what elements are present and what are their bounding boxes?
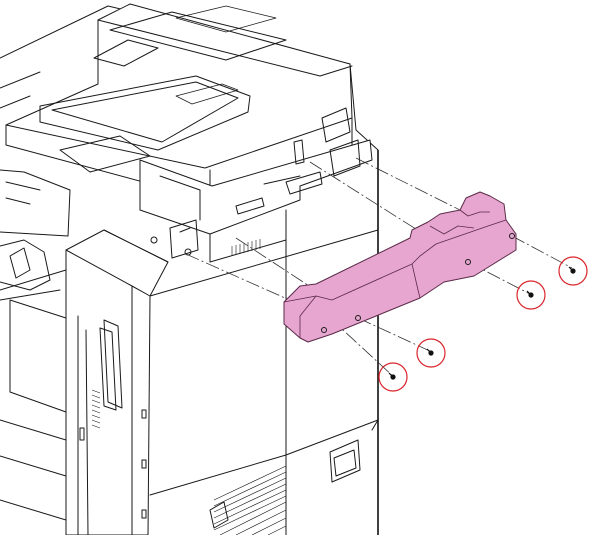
cover-screw-hole	[321, 327, 327, 333]
side-vent-grille	[213, 465, 287, 535]
screw-1	[378, 362, 408, 392]
callout-circle-icon	[558, 256, 588, 286]
screw-3	[516, 280, 546, 310]
alignment-line	[511, 235, 573, 269]
printer-body	[0, 3, 379, 535]
cover-screw-hole	[355, 315, 361, 321]
output-tray	[0, 169, 71, 301]
scanner-vent	[231, 239, 261, 256]
cover-part-edge	[429, 225, 475, 235]
cover-part-edge	[299, 295, 317, 338]
cover-part-edge	[411, 263, 421, 299]
alignment-line	[185, 253, 331, 319]
screw-icon	[526, 290, 534, 298]
right-side-panel	[149, 150, 379, 535]
alignment-line	[357, 317, 433, 353]
document-feeder	[5, 3, 353, 201]
door-vent	[91, 389, 101, 429]
screws	[378, 256, 588, 392]
left-panel	[0, 269, 67, 521]
cover-screw-hole	[465, 259, 471, 265]
front-door	[65, 229, 169, 535]
callout-circle-icon	[378, 362, 408, 392]
screw-icon	[426, 348, 434, 356]
cover-screw-hole	[509, 233, 515, 239]
screw-4	[558, 256, 588, 286]
cover-part	[283, 191, 517, 343]
cover-part-edge	[459, 209, 490, 217]
alignment-line	[329, 317, 396, 379]
callout-circle-icon	[416, 338, 446, 368]
screw-icon	[388, 372, 396, 380]
cover-part-edge	[283, 219, 507, 303]
side-handle	[329, 439, 361, 483]
scanner-unit	[139, 107, 373, 263]
screw-2	[416, 338, 446, 368]
cover-part-body	[283, 191, 517, 343]
callout-circle-icon	[516, 280, 546, 310]
screw-icon	[568, 266, 576, 274]
